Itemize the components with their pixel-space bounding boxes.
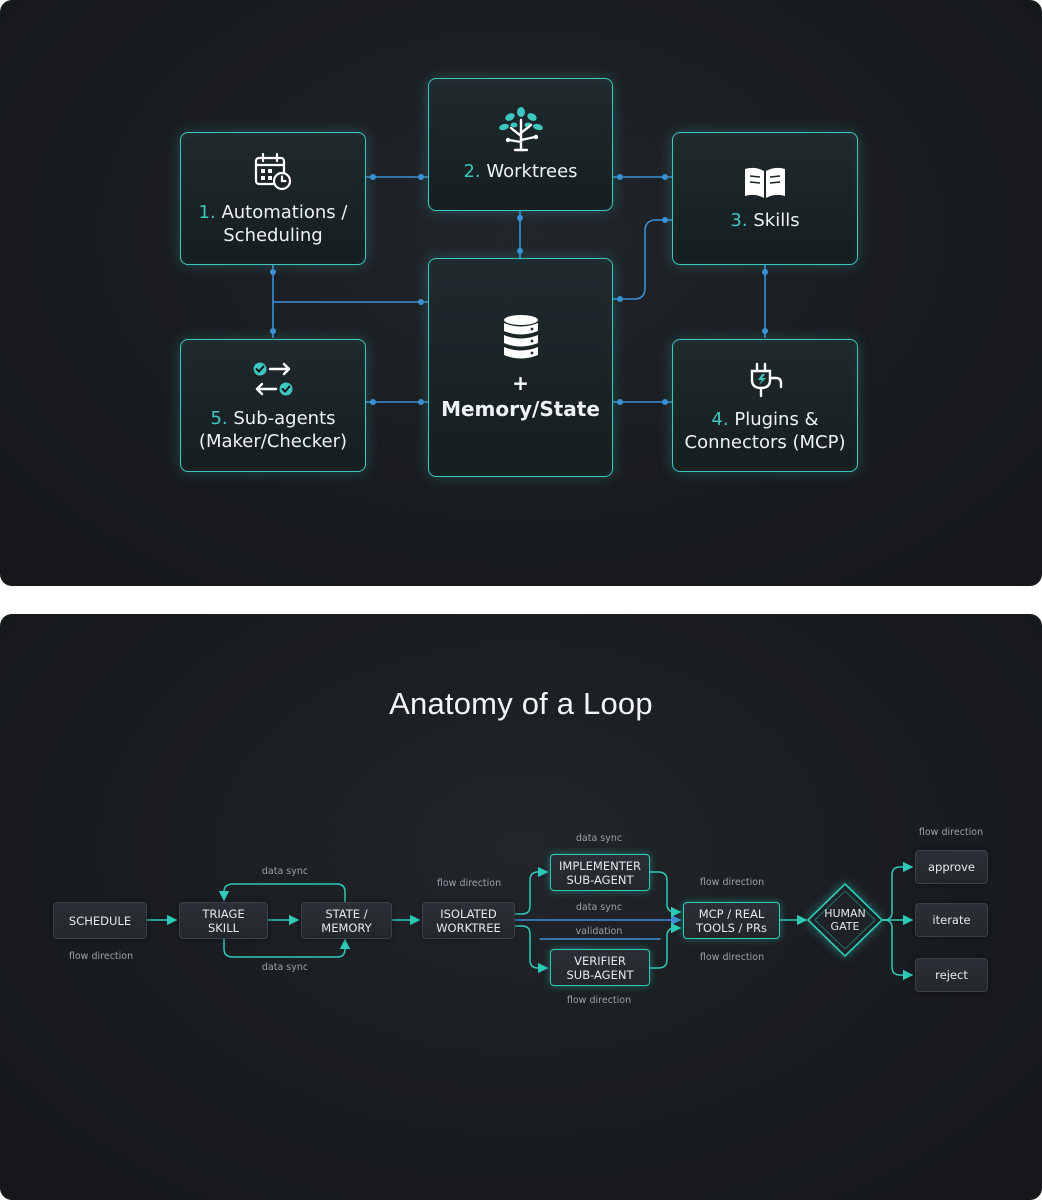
swap-check-icon bbox=[253, 362, 293, 395]
tag-data-sync: data sync bbox=[575, 902, 623, 913]
loop-anatomy-panel: Anatomy of a Loop bbox=[0, 614, 1042, 1200]
card-label: 3. Skills bbox=[730, 210, 800, 231]
tag-validation: validation bbox=[575, 926, 623, 937]
card-memory-state: + Memory/State bbox=[428, 258, 613, 477]
tag-data-sync: data sync bbox=[261, 962, 309, 973]
arrow-verifier-mcp bbox=[649, 922, 682, 969]
plus-sign: + bbox=[512, 370, 529, 395]
connector-lines bbox=[270, 174, 768, 405]
node-implementer-sub-agent: IMPLEMENTER SUB-AGENT bbox=[550, 854, 650, 891]
outcome-approve: approve bbox=[915, 850, 988, 884]
tag-data-sync: data sync bbox=[261, 866, 309, 877]
card-label: 5. Sub-agents (Maker/Checker) bbox=[198, 407, 348, 452]
tag-flow-direction: flow direction bbox=[68, 951, 134, 962]
arrow-implementer-mcp bbox=[649, 871, 682, 918]
tree-circuit-icon bbox=[498, 107, 543, 152]
calendar-clock-icon bbox=[254, 152, 292, 190]
arrow-gate-approve bbox=[875, 861, 914, 921]
outcome-iterate: iterate bbox=[915, 903, 988, 937]
outcome-reject: reject bbox=[915, 958, 988, 992]
arrow-worktree-implementer bbox=[514, 866, 549, 915]
tag-flow-direction: flow direction bbox=[699, 877, 765, 888]
arrow-sync-top bbox=[218, 883, 346, 903]
diagram-title: Anatomy of a Loop bbox=[389, 686, 653, 721]
card-skills: 3. Skills bbox=[672, 132, 858, 265]
node-human-gate: HUMAN GATE bbox=[824, 907, 866, 933]
link-center-skills bbox=[613, 219, 672, 300]
tag-flow-direction: flow direction bbox=[566, 995, 632, 1006]
link-automations-center bbox=[272, 265, 428, 303]
architecture-overview-panel: 1. Automations / Scheduling bbox=[0, 0, 1042, 586]
node-mcp-real-tools: MCP / REAL TOOLS / PRs bbox=[683, 902, 780, 939]
arrow-worktree-verifier bbox=[514, 925, 549, 974]
flow-lines bbox=[146, 861, 914, 981]
card-label: Memory/State bbox=[441, 396, 600, 421]
tag-flow-direction: flow direction bbox=[436, 878, 502, 889]
plug-icon bbox=[750, 362, 783, 397]
database-icon bbox=[503, 314, 538, 358]
card-worktrees: 2. Worktrees bbox=[428, 78, 613, 211]
card-label: 2. Worktrees bbox=[463, 161, 578, 182]
tag-flow-direction: flow direction bbox=[699, 952, 765, 963]
node-isolated-worktree: ISOLATED WORKTREE bbox=[422, 902, 515, 939]
node-state-memory: STATE / MEMORY bbox=[301, 902, 392, 939]
card-sub-agents: 5. Sub-agents (Maker/Checker) bbox=[180, 339, 366, 472]
node-schedule: SCHEDULE bbox=[53, 902, 147, 939]
card-label: 1. Automations / Scheduling bbox=[198, 201, 348, 246]
tag-data-sync: data sync bbox=[575, 833, 623, 844]
card-automations-scheduling: 1. Automations / Scheduling bbox=[180, 132, 366, 265]
node-triage-skill: TRIAGE SKILL bbox=[179, 902, 268, 939]
open-book-icon bbox=[745, 167, 785, 198]
arrow-sync-bottom bbox=[223, 937, 351, 958]
node-verifier-sub-agent: VERIFIER SUB-AGENT bbox=[550, 949, 650, 986]
card-plugins-connectors: 4. Plugins & Connectors (MCP) bbox=[672, 339, 858, 472]
arrow-gate-reject bbox=[875, 919, 914, 981]
human-gate-diamond bbox=[806, 882, 884, 958]
card-label: 4. Plugins & Connectors (MCP) bbox=[684, 408, 846, 453]
tag-flow-direction: flow direction bbox=[918, 827, 984, 838]
